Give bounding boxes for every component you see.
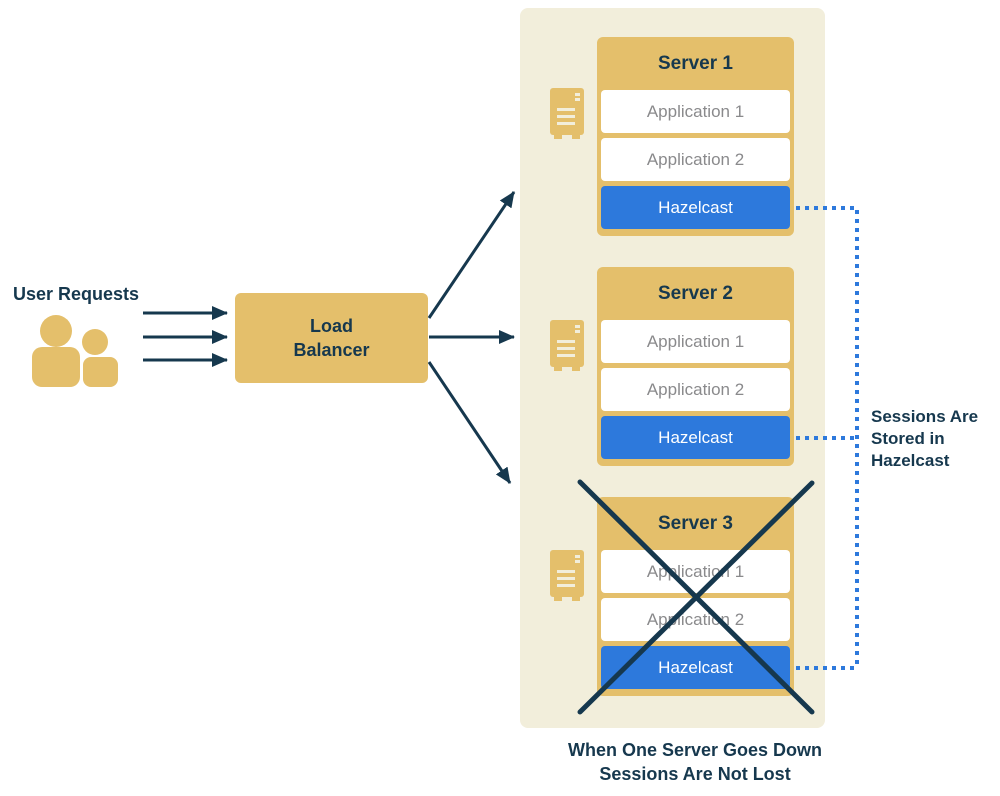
server-card-3: Server 3 Application 1 Application 2 Haz… bbox=[597, 497, 794, 696]
server-1-title: Server 1 bbox=[657, 52, 733, 74]
panel-caption-line2: Sessions Are Not Lost bbox=[599, 764, 791, 784]
server-tower-icon-3 bbox=[550, 550, 584, 601]
server-2-hazelcast: Hazelcast bbox=[601, 416, 790, 459]
server-1-application-2: Application 2 bbox=[601, 138, 790, 181]
panel-caption-line1: When One Server Goes Down bbox=[567, 740, 823, 760]
server-card-2: Server 2 Application 1 Application 2 Haz… bbox=[597, 267, 794, 466]
sessions-annotation-line3: Hazelcast bbox=[871, 451, 950, 470]
arrow-lb-to-server3 bbox=[427, 361, 512, 484]
load-balancer-label-line1: Load bbox=[310, 316, 353, 336]
panel-caption: When One Server Goes Down Sessions Are N… bbox=[535, 738, 855, 786]
load-balancer-box: Load Balancer bbox=[235, 293, 428, 383]
server-1-application-1: Application 1 bbox=[601, 90, 790, 133]
sessions-annotation-line1: Sessions Are bbox=[871, 407, 979, 426]
users-group-icon bbox=[32, 315, 118, 387]
user-requests-label: User Requests bbox=[13, 284, 140, 304]
server-3-application-2: Application 2 bbox=[601, 598, 790, 641]
server-tower-icon-1 bbox=[550, 88, 584, 139]
server-card-1: Server 1 Application 1 Application 2 Haz… bbox=[597, 37, 794, 236]
server-2-application-2: Application 2 bbox=[601, 368, 790, 411]
server-1-hazelcast: Hazelcast bbox=[601, 186, 790, 229]
arrow-lb-to-server1 bbox=[427, 191, 516, 319]
server-3-application-1: Application 1 bbox=[601, 550, 790, 593]
server-2-title: Server 2 bbox=[657, 282, 733, 304]
server-2-application-1: Application 1 bbox=[601, 320, 790, 363]
sessions-annotation-line2: Stored in bbox=[871, 429, 945, 448]
sessions-annotation: Sessions Are Stored in Hazelcast bbox=[871, 406, 996, 472]
server-3-title: Server 3 bbox=[657, 512, 733, 534]
load-balancer-label-line2: Balancer bbox=[293, 340, 370, 360]
server-3-hazelcast: Hazelcast bbox=[601, 646, 790, 689]
server-tower-icon-2 bbox=[550, 320, 584, 371]
